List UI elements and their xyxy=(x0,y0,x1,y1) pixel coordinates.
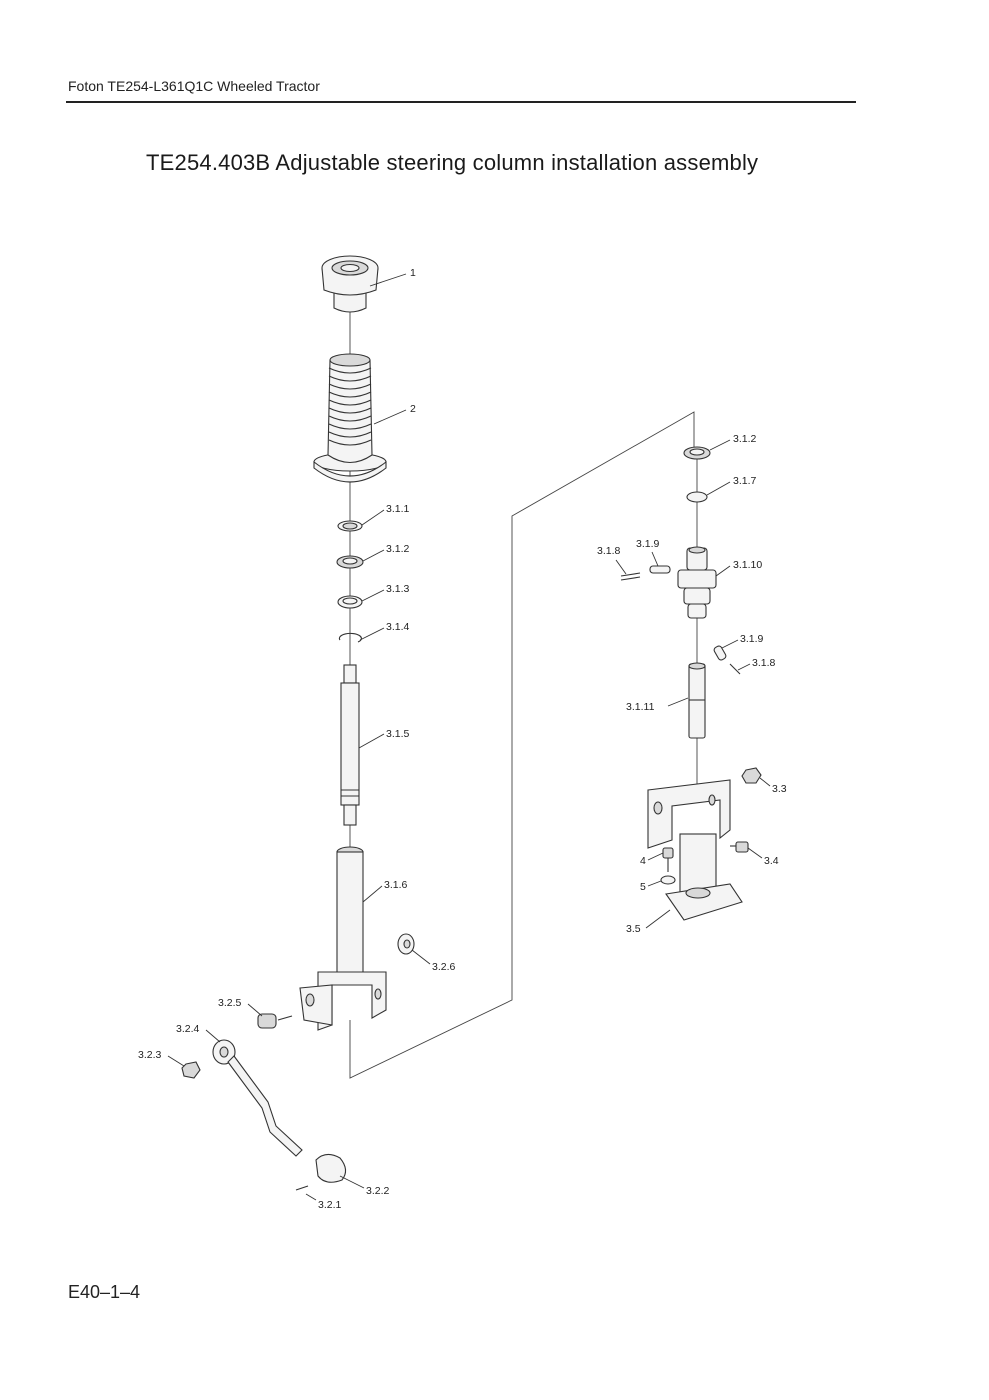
callout-3-1-6: 3.1.6 xyxy=(384,879,408,891)
part-2-bellows xyxy=(313,353,387,483)
page-title: TE254.403B Adjustable steering column in… xyxy=(146,150,759,175)
part-3-5-base-column xyxy=(647,779,743,921)
callout-3-2-1: 3.2.1 xyxy=(318,1199,342,1211)
part-3-1-6-column-tube xyxy=(299,846,387,1031)
part-3-2-2-knob xyxy=(315,1153,347,1183)
callout-3-1-8-upper: 3.1.8 xyxy=(597,545,621,557)
callout-3-1-3: 3.1.3 xyxy=(386,583,410,595)
part-3-4-bolt xyxy=(730,841,749,853)
callout-3-1-4: 3.1.4 xyxy=(386,621,410,633)
part-3-2-3-nut xyxy=(181,1061,201,1079)
callout-3-5: 3.5 xyxy=(626,923,641,935)
part-1-cap xyxy=(321,255,379,313)
callout-3-1-9-upper: 3.1.9 xyxy=(636,538,660,550)
part-3-1-8-pin-upper xyxy=(620,572,641,581)
callout-3-3: 3.3 xyxy=(772,783,787,795)
part-4-bolt xyxy=(662,847,674,872)
callout-1: 1 xyxy=(410,267,416,279)
callout-3-4: 3.4 xyxy=(764,855,779,867)
callout-4: 4 xyxy=(640,855,646,867)
part-3-1-5-shaft xyxy=(340,664,360,826)
part-3-1-10-universal-joint xyxy=(677,546,717,619)
callout-3-1-11: 3.1.11 xyxy=(626,701,655,713)
part-3-1-2-bearing-right xyxy=(683,446,711,460)
callout-3-2-5: 3.2.5 xyxy=(218,997,242,1009)
part-3-2-4-lever-pivot xyxy=(212,1039,236,1065)
callout-3-2-4: 3.2.4 xyxy=(176,1023,200,1035)
part-3-3-nut xyxy=(741,767,762,784)
callout-3-1-9-lower: 3.1.9 xyxy=(740,633,764,645)
part-5-washer xyxy=(660,875,676,885)
part-3-1-1-ring xyxy=(337,520,363,532)
part-3-2-6-washer xyxy=(397,933,415,955)
assembly-link-line xyxy=(349,411,695,1079)
callout-3-1-8-lower: 3.1.8 xyxy=(752,657,776,669)
callout-3-1-10: 3.1.10 xyxy=(733,559,762,571)
part-3-2-5-bolt xyxy=(257,1013,293,1029)
part-3-1-9-pin-upper xyxy=(649,565,671,574)
callout-3-1-2: 3.1.2 xyxy=(386,543,410,555)
header-rule xyxy=(66,101,856,103)
part-3-1-11-shaft xyxy=(688,662,706,739)
callout-3-1-2-right: 3.1.2 xyxy=(733,433,757,445)
part-3-1-2-bearing xyxy=(336,555,364,569)
callout-3-1-1: 3.1.1 xyxy=(386,503,410,515)
part-3-1-7-ring xyxy=(686,491,708,503)
page-number: E40–1–4 xyxy=(68,1282,141,1302)
part-3-1-9-pin-lower xyxy=(713,645,727,661)
page-header: Foton TE254-L361Q1C Wheeled Tractor xyxy=(68,78,320,94)
callout-3-2-2: 3.2.2 xyxy=(366,1185,390,1197)
callout-3-2-3: 3.2.3 xyxy=(138,1049,162,1061)
callout-3-1-7: 3.1.7 xyxy=(733,475,757,487)
part-adjusting-lever xyxy=(227,1055,303,1157)
callout-2: 2 xyxy=(410,403,416,415)
callout-3-2-6: 3.2.6 xyxy=(432,961,456,973)
part-3-1-3-washer xyxy=(337,595,363,609)
part-3-2-1-pin xyxy=(295,1185,309,1191)
callout-3-1-5: 3.1.5 xyxy=(386,728,410,740)
part-3-1-8-pin-lower xyxy=(729,663,741,675)
callout-5: 5 xyxy=(640,881,646,893)
